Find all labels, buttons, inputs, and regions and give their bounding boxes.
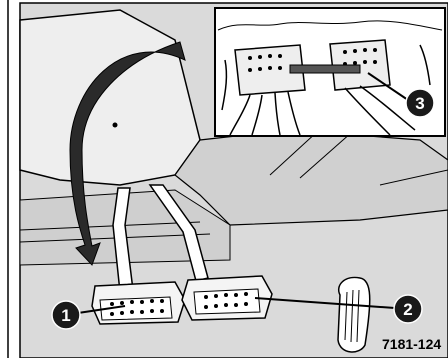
callout-3-label: 3 (415, 94, 424, 113)
callout-3-badge: 3 (406, 89, 434, 117)
callout-2-badge: 2 (394, 295, 422, 323)
callout-1-label: 1 (61, 306, 70, 325)
wiring-inset (215, 8, 445, 136)
floor-panel (175, 130, 448, 225)
dashboard-screw (113, 123, 118, 128)
callout-2-label: 2 (403, 300, 412, 319)
brake-pedal-connector (92, 282, 185, 324)
figure-reference-code: 7181-124 (382, 336, 441, 352)
callout-1-badge: 1 (52, 301, 80, 329)
foot-rest-pedal (338, 277, 370, 352)
